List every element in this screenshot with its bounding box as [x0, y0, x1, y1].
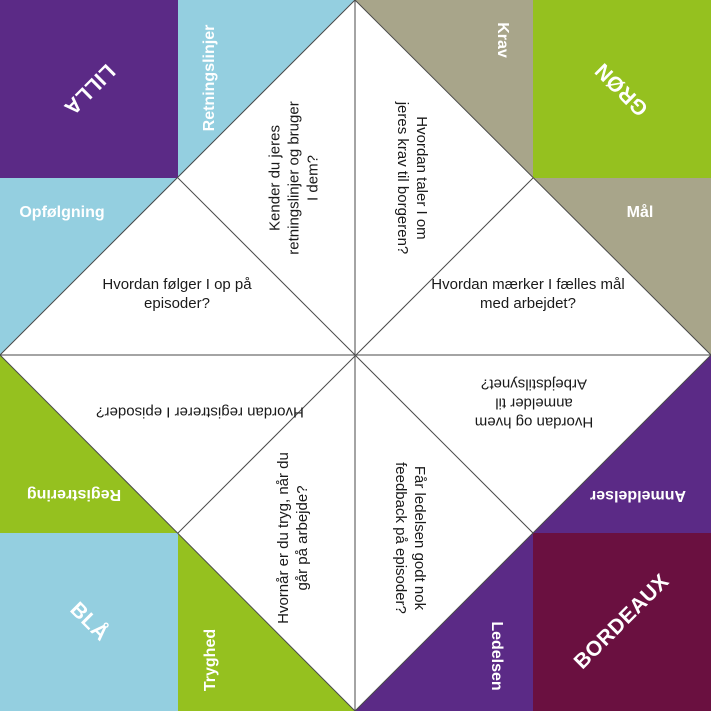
question-ledelsen: Får ledelsen godt nok feedback på episod…: [392, 462, 428, 614]
flap-label-opfoelgning: Opfølgning: [19, 204, 105, 221]
question-retningslinjer: Kender du jeres retningslinjer og bruger…: [266, 101, 322, 255]
corner-panel-lilla[interactable]: [0, 0, 178, 178]
question-tryghed: Hvornår er du tryg, når du går på arbejd…: [275, 452, 311, 624]
corner-panel-blaa[interactable]: [0, 533, 178, 711]
question-krav: Hvordan taler I om jeres krav til borger…: [394, 101, 430, 255]
flap-label-krav: Krav: [494, 22, 511, 58]
flap-label-registrering: Registrering: [26, 486, 122, 503]
question-opfoelgning: Hvordan følger I op på episoder?: [102, 276, 252, 312]
question-registrering: Hvordan registrerer I episoder?: [96, 403, 304, 421]
flap-label-maal: Mål: [626, 204, 654, 221]
flap-label-ledelsen: Ledelsen: [488, 621, 505, 691]
flap-label-tryghed: Tryghed: [202, 628, 219, 692]
flap-label-retningslinjer: Retningslinjer: [201, 24, 218, 132]
flap-label-anmeldelser: Anmeldelser: [589, 487, 687, 504]
corner-panel-bordeaux[interactable]: [533, 533, 711, 711]
question-maal: Hvordan mærker I fælles mål med arbejdet…: [431, 276, 625, 312]
corner-panel-groen[interactable]: [533, 0, 711, 178]
question-anmeldelser: Hvordan og hvem anmelder til Arbejdstils…: [474, 375, 594, 431]
